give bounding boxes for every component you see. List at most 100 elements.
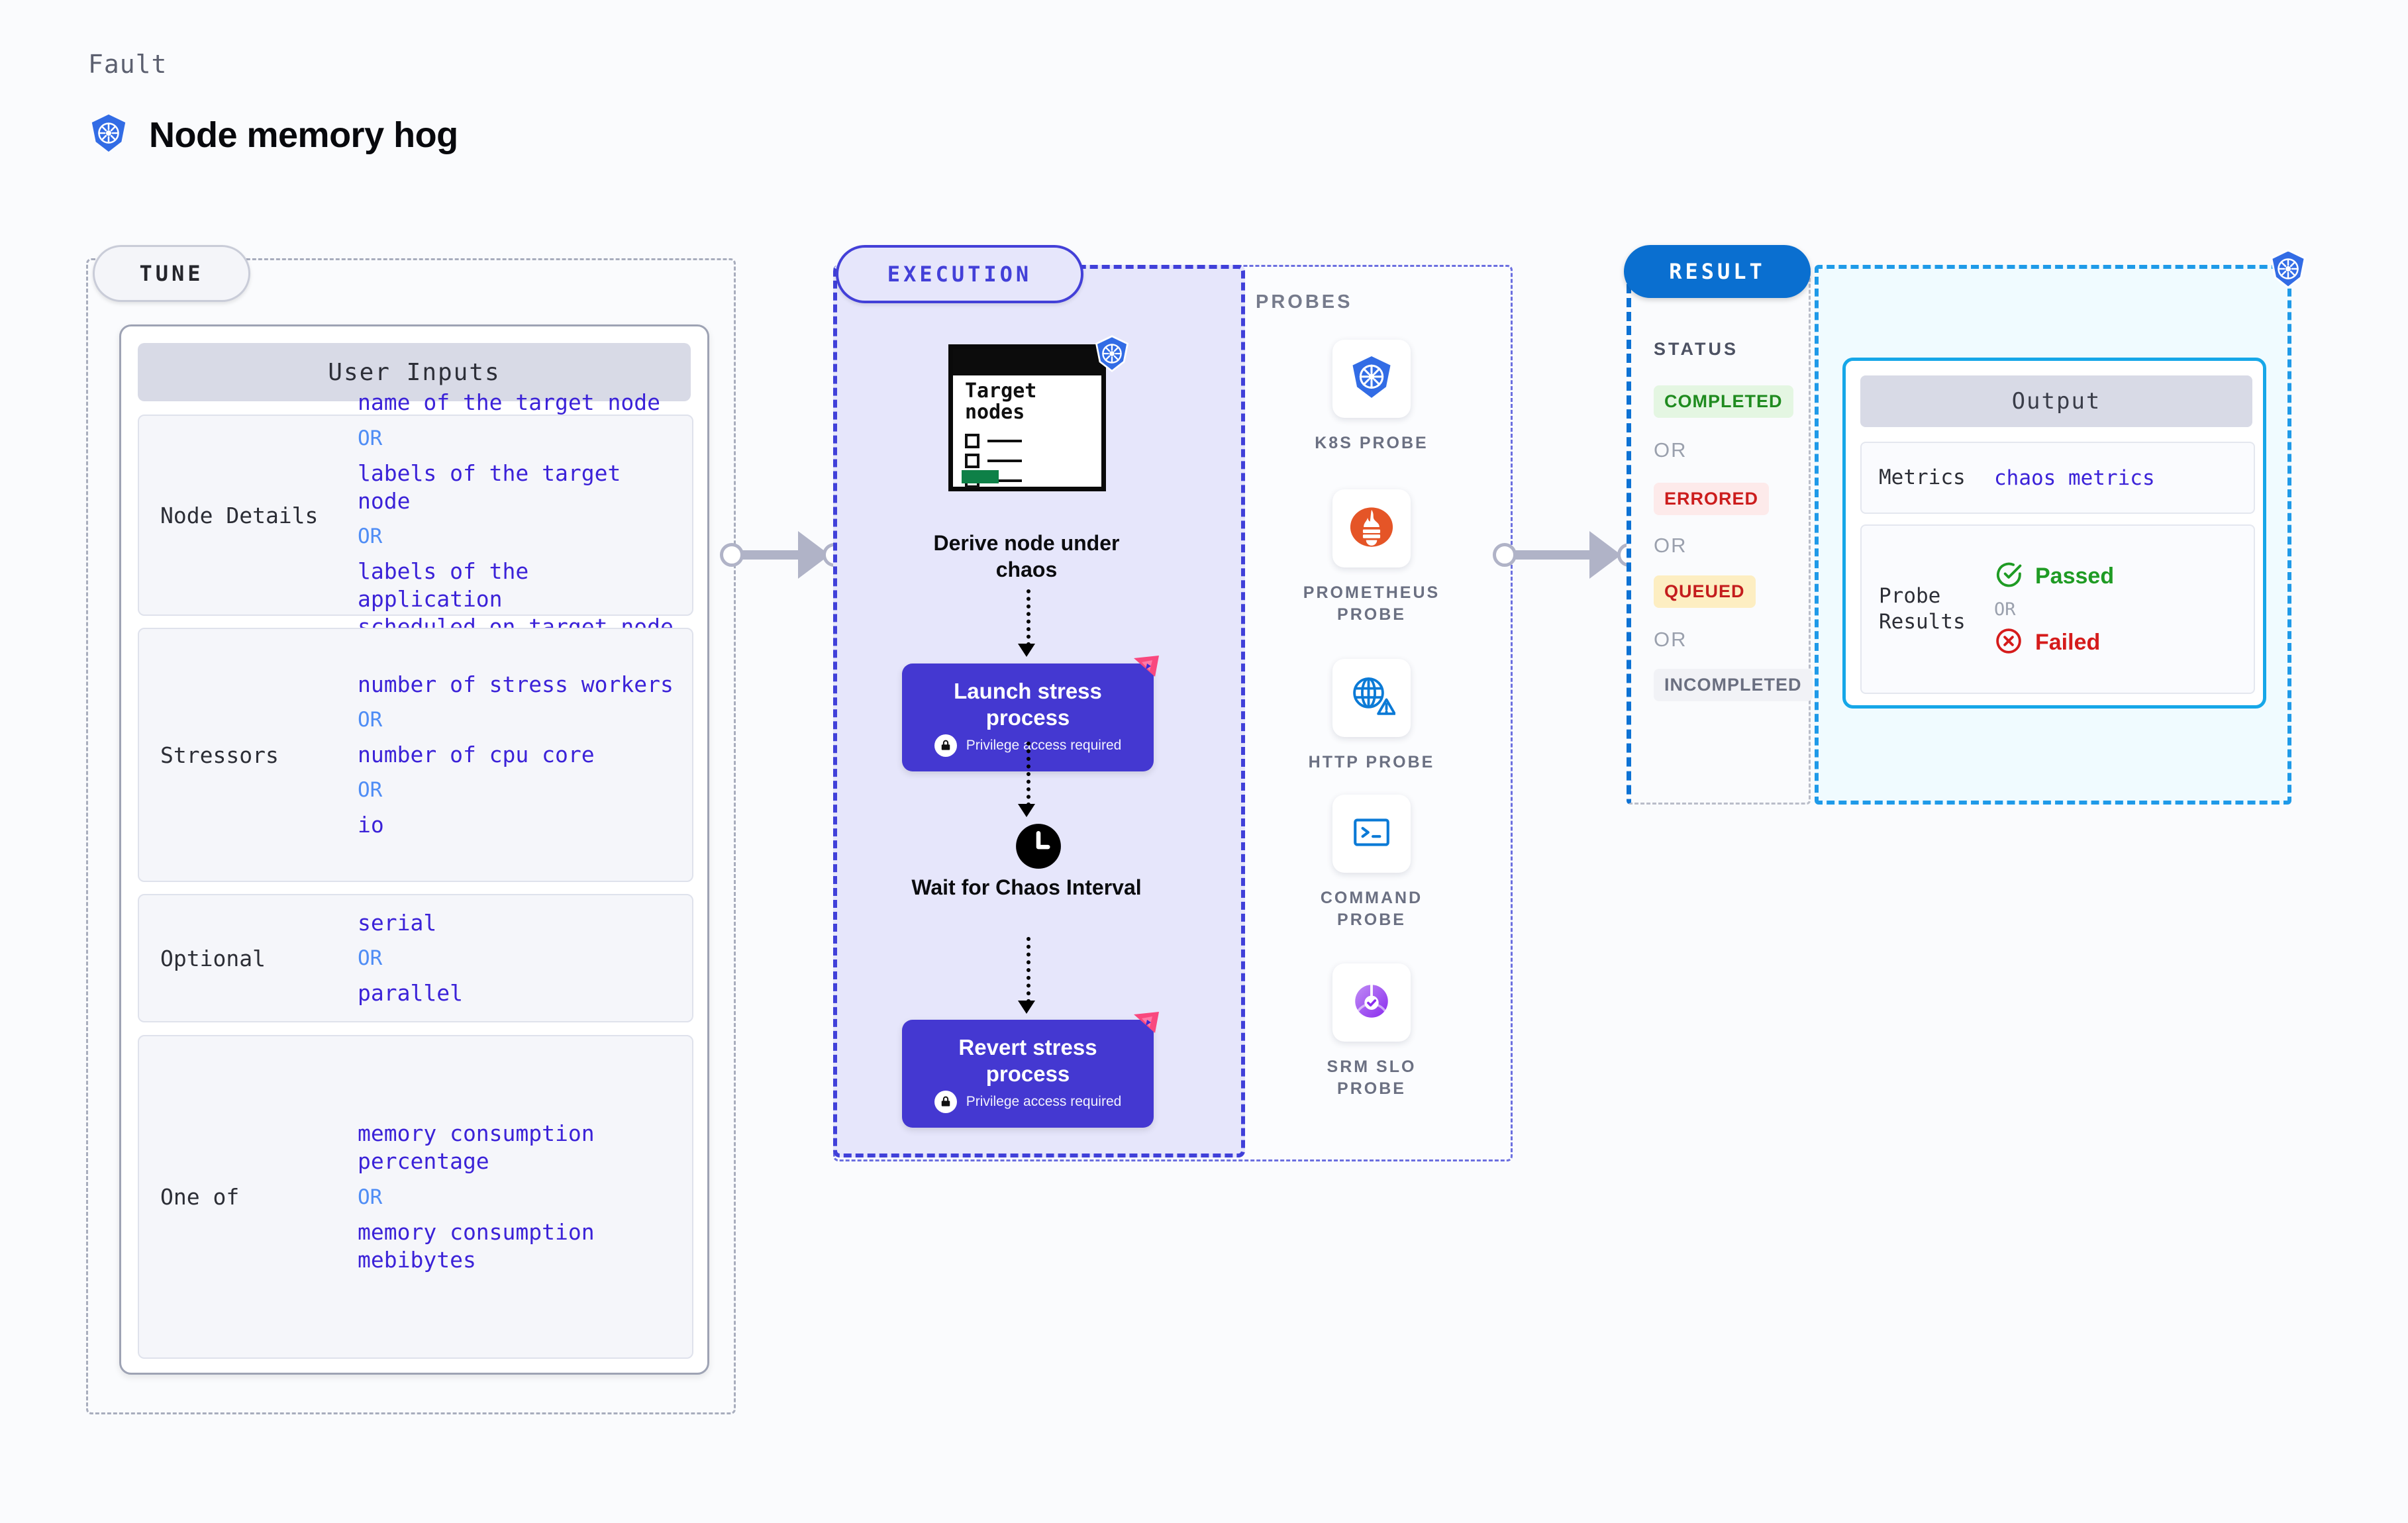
input-group-node-details: Node Details name of the target node OR … — [138, 389, 693, 640]
target-nodes-title: Target nodes — [965, 379, 1037, 424]
input-group-values: memory consumption percentage OR memory … — [358, 1110, 692, 1283]
checkbox-icon — [965, 434, 979, 448]
status-badge-errored: ERRORED — [1654, 483, 1770, 515]
probe-tile — [1332, 795, 1411, 873]
fault-title-row: Node memory hog — [88, 113, 458, 157]
step-label-wait-chaos-interval: Wait for Chaos Interval — [911, 875, 1142, 899]
clock-icon — [1015, 823, 1062, 873]
harness-ribbon-icon — [1132, 1010, 1160, 1040]
input-value: memory consumption mebibytes — [358, 1218, 595, 1273]
probe-item-http[interactable]: HTTP PROBE — [1302, 659, 1441, 773]
flow-arrow — [1027, 589, 1030, 646]
probe-label: HTTP PROBE — [1308, 753, 1435, 771]
line-placeholder — [987, 479, 1022, 482]
checkbox-row — [965, 454, 1022, 468]
step-title: Launch stress process — [954, 679, 1102, 730]
flow-arrow — [1027, 742, 1030, 807]
line-placeholder — [987, 460, 1022, 462]
terminal-icon — [1350, 811, 1393, 858]
input-value: memory consumption percentage — [358, 1120, 595, 1175]
or-separator: OR — [1654, 628, 1687, 651]
x-circle-icon — [1994, 626, 2023, 659]
card-title-bar — [953, 349, 1101, 375]
kubernetes-icon — [88, 113, 129, 157]
probe-label: SRM SLO PROBE — [1327, 1057, 1417, 1098]
flow-arrow — [1027, 937, 1030, 1003]
result-section-pill[interactable]: RESULT — [1624, 245, 1811, 298]
lock-icon — [934, 734, 957, 758]
output-probe-results-row: Probe Results Passed OR Failed — [1860, 524, 2255, 694]
harness-ribbon-icon — [1132, 654, 1160, 684]
status-badge-completed: COMPLETED — [1654, 385, 1793, 418]
checkbox-icon — [965, 454, 979, 468]
checkbox-row — [965, 434, 1022, 448]
passed-label: Passed — [2035, 563, 2115, 589]
prometheus-icon — [1346, 502, 1397, 556]
probe-result-failed: Failed — [1994, 626, 2114, 659]
probe-tile — [1332, 489, 1411, 567]
lock-icon — [934, 1091, 957, 1114]
input-group-values: name of the target node OR labels of the… — [358, 379, 692, 650]
metrics-value-wrap: chaos metrics — [1994, 466, 2155, 490]
tune-region — [86, 258, 736, 1414]
failed-label: Failed — [2035, 629, 2101, 655]
page-title: Node memory hog — [149, 115, 458, 155]
probes-section-label: PROBES — [1256, 291, 1353, 313]
or-separator: OR — [358, 426, 383, 450]
probe-results-values: Passed OR Failed — [1994, 554, 2114, 665]
input-value: io — [358, 812, 384, 838]
input-value: labels of the target node — [358, 460, 621, 514]
probe-item-k8s[interactable]: K8S PROBE — [1302, 340, 1441, 454]
status-badge-incompleted: INCOMPLETED — [1654, 669, 1813, 701]
check-circle-icon — [1994, 560, 2023, 593]
output-metrics-row: Metrics chaos metrics — [1860, 442, 2255, 514]
probe-item-prometheus[interactable]: PROMETHEUS PROBE — [1302, 489, 1441, 625]
input-group-key: Stressors — [160, 742, 279, 768]
globe-warning-icon — [1348, 673, 1396, 724]
or-separator: OR — [358, 1185, 383, 1209]
input-group-values: number of stress workers OR number of cp… — [358, 662, 692, 849]
input-value: name of the target node — [358, 389, 660, 416]
output-card: Output Metrics chaos metrics Probe Resul… — [1842, 358, 2266, 709]
privilege-note-row: Privilege access required — [902, 1088, 1154, 1128]
privilege-note: Privilege access required — [966, 1094, 1122, 1110]
flow-arrowhead — [1018, 1001, 1035, 1014]
input-value: parallel — [358, 980, 463, 1006]
or-separator: OR — [1654, 534, 1687, 557]
input-group-key: Node Details — [160, 502, 319, 528]
or-separator: OR — [1994, 599, 2016, 620]
metrics-key: Metrics — [1879, 466, 1966, 490]
input-value: serial — [358, 909, 437, 936]
execution-section-pill[interactable]: EXECUTION — [836, 245, 1083, 303]
input-group-one-of: One of memory consumption percentage OR … — [138, 1035, 693, 1359]
line-placeholder — [987, 440, 1022, 442]
tune-section-pill[interactable]: TUNE — [93, 245, 250, 302]
probe-label: K8S PROBE — [1315, 434, 1429, 452]
or-separator: OR — [358, 946, 383, 970]
status-badge-queued: QUEUED — [1654, 575, 1756, 608]
slo-gauge-icon — [1348, 977, 1395, 1028]
flow-arrowhead — [1018, 644, 1035, 657]
output-header: Output — [1860, 375, 2252, 427]
privilege-note-row: Privilege access required — [902, 732, 1154, 771]
probe-item-command[interactable]: COMMAND PROBE — [1302, 795, 1441, 930]
step-label-derive-node: Derive node under chaos — [933, 531, 1120, 581]
fault-label: Fault — [88, 50, 168, 79]
input-group-values: serial OR parallel — [358, 900, 692, 1016]
or-separator: OR — [358, 524, 383, 548]
or-separator: OR — [358, 707, 383, 732]
kubernetes-icon — [1093, 334, 1131, 376]
input-group-key: One of — [160, 1184, 240, 1210]
kubernetes-icon — [1346, 352, 1397, 406]
probe-label: COMMAND PROBE — [1320, 889, 1423, 929]
target-nodes-card: Target nodes — [948, 344, 1106, 491]
step-revert-stress-process[interactable]: Revert stress process Privilege access r… — [902, 1012, 1159, 1128]
user-inputs-header: User Inputs — [138, 343, 691, 401]
probe-tile — [1332, 963, 1411, 1042]
user-inputs-card: User Inputs Node Details name of the tar… — [119, 324, 709, 1375]
probe-results-key: Probe Results — [1879, 584, 1966, 634]
input-group-stressors: Stressors number of stress workers OR nu… — [138, 628, 693, 882]
probe-item-srm-slo[interactable]: SRM SLO PROBE — [1302, 963, 1441, 1099]
metrics-value[interactable]: chaos metrics — [1994, 466, 2155, 490]
probe-tile — [1332, 659, 1411, 737]
